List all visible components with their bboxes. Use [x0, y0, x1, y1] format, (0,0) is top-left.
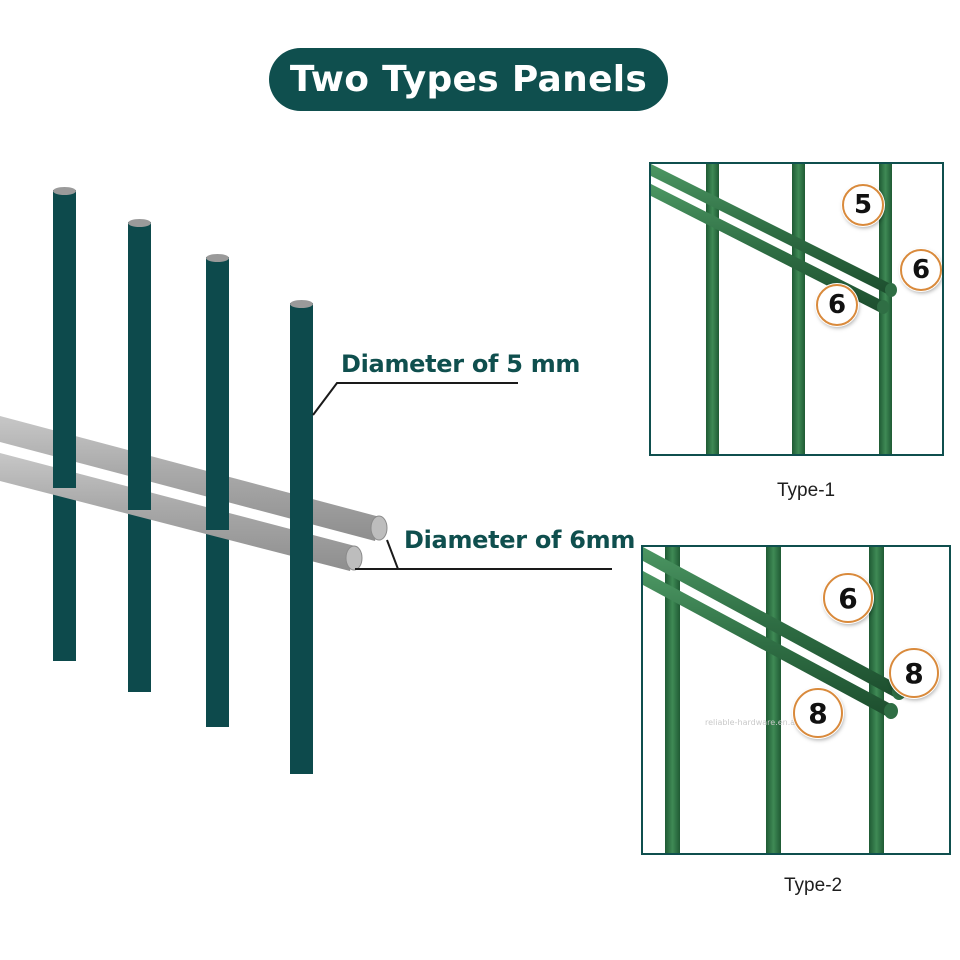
callout-line-5mm	[312, 382, 518, 416]
vertical-wire-1	[53, 190, 76, 661]
horizontal-wires	[0, 416, 388, 571]
badge-right: 8	[889, 648, 939, 698]
page-title: Two Types Panels	[289, 59, 648, 100]
badge-top: 5	[842, 184, 884, 226]
badge-top: 6	[823, 573, 873, 623]
panel-type-1: 5 6 6	[649, 162, 944, 456]
panel-type-2: reliable-hardware.en.alibaba.com 6 8 8	[641, 545, 951, 855]
callout-5mm: Diameter of 5 mm	[341, 350, 581, 378]
caption-type-1: Type-1	[777, 480, 836, 501]
badge-left: 8	[793, 688, 843, 738]
watermark: reliable-hardware.en.alibaba.com	[705, 718, 840, 727]
badge-right: 6	[900, 249, 942, 291]
vertical-wires-front	[53, 428, 229, 530]
caption-type-2: Type-2	[784, 875, 843, 896]
horizontal-wire-upper	[0, 416, 380, 541]
panel-type-1-mesh	[651, 164, 897, 454]
horizontal-wire-lower	[0, 453, 355, 571]
callout-6mm: Diameter of 6mm	[404, 526, 636, 554]
vertical-wire-4	[290, 303, 313, 774]
title-banner: Two Types Panels	[269, 48, 668, 111]
panel-type-2-mesh	[643, 547, 906, 853]
badge-left: 6	[816, 284, 858, 326]
